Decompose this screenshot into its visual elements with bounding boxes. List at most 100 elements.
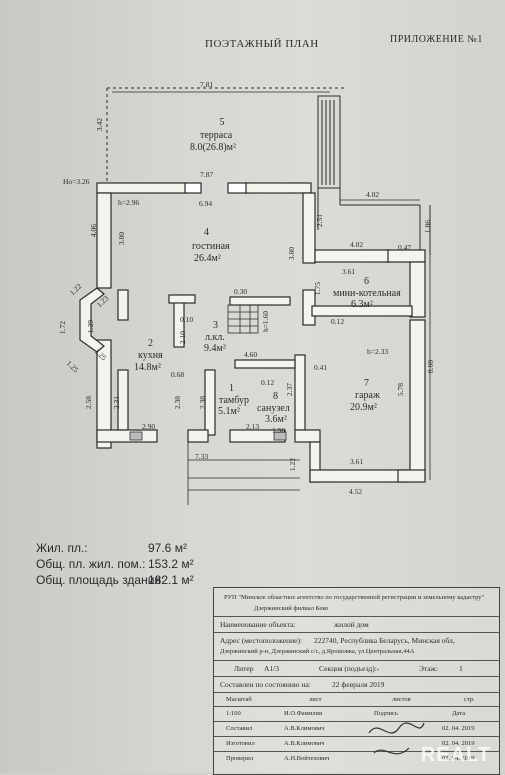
col-sheets: листов	[392, 696, 411, 703]
dimension-label: 0.47	[398, 243, 412, 252]
dimension-label: 5.78	[396, 382, 406, 397]
room-number: 8	[273, 391, 278, 402]
room-number: 1	[229, 383, 234, 394]
room-number: 4	[204, 227, 209, 238]
dimension-label: h=2.96	[118, 198, 140, 207]
scale-value: 1:100	[226, 710, 241, 717]
room-name: л.кл.	[205, 332, 225, 343]
compiled-value: 22 февраля 2019	[332, 680, 385, 689]
org-branch: Дзержинский филиал Беко	[254, 605, 329, 612]
dimension-label: Ho=3.26	[63, 177, 90, 186]
signature-scribble	[368, 722, 425, 755]
room-name: санузел	[257, 403, 290, 414]
watermark: REALT	[420, 744, 491, 766]
living-area-value: 97.6 м²	[148, 541, 187, 555]
room-name: мини-котельная	[333, 288, 401, 299]
dimension-label: 6.94	[199, 199, 213, 208]
address-label: Адрес (местоположение):	[220, 636, 303, 645]
floor-plan	[79, 87, 431, 505]
date-checked: 02. 04. 2019	[442, 755, 475, 762]
room-area: 14.8м²	[134, 362, 161, 373]
room-name: гараж	[355, 390, 380, 401]
col-name: И.О.Фамилия	[284, 710, 322, 717]
object-value: жилой дом	[334, 620, 369, 629]
name-compiled: А.В.Климович	[284, 725, 325, 732]
col-date: Дата	[452, 710, 465, 717]
living-area-label: Жил. пл.:	[36, 541, 88, 555]
dimension-label: 3.42	[95, 117, 105, 132]
room-name: тамбур	[219, 395, 249, 406]
dimension-label: 0.41	[314, 363, 328, 372]
date-compiled: 02. 04. 2019	[442, 725, 475, 732]
section-label: Секция (подъезд):-	[319, 664, 380, 673]
dimension-label: 3.80	[117, 231, 127, 246]
floor-label: Этаж:	[419, 664, 438, 673]
dimension-label: 2.51	[315, 213, 325, 228]
dimension-label: 0.12	[331, 317, 345, 326]
name-made: А.В.Климович	[284, 740, 325, 747]
compiled-label: Составлен по состоянию на:	[220, 680, 311, 689]
dimension-label: 2.38	[173, 395, 183, 410]
floor-value: 1	[459, 664, 463, 673]
dimension-label: 1.75	[313, 281, 323, 296]
dimension-label: 0.30	[234, 287, 248, 296]
dimension-label: 2.38	[198, 395, 208, 410]
appendix-label: ПРИЛОЖЕНИЕ №1	[390, 34, 483, 45]
room-area: 5.1м²	[218, 406, 240, 417]
liter-label: Литер	[234, 664, 254, 673]
address-line2: Дзержинский р-н, Дзержинский с/с, д.Ярош…	[220, 648, 415, 655]
dimension-label: 4.06	[89, 223, 99, 238]
dimension-label: 2.90	[142, 422, 156, 431]
total-living-area-value: 153.2 м²	[148, 557, 194, 571]
dimension-label: h=2.33	[367, 347, 389, 356]
dimension-label: 1.72	[58, 320, 68, 335]
dimension-label: 4.52	[349, 487, 363, 496]
dimension-label: 7.87	[200, 170, 214, 179]
building-area-label: Общ. площадь здания:	[36, 573, 165, 587]
room-area: 3.6м²	[265, 414, 287, 425]
dimension-label: 2.58	[84, 395, 94, 410]
dimension-label: 2.31	[112, 395, 122, 410]
room-number: 2	[148, 338, 153, 349]
dimension-label: 3.61	[350, 457, 364, 466]
dimension-label: 1.50	[272, 426, 286, 435]
dimension-label: 4.02	[366, 190, 380, 199]
dimension-label: 1.86	[423, 219, 433, 234]
dimension-label: 4.02	[350, 240, 364, 249]
object-label: Наименование объекта:	[220, 620, 296, 629]
dimension-label: 1.22	[288, 457, 298, 472]
room-number: 6	[364, 276, 369, 287]
dimension-label: 3.61	[342, 267, 356, 276]
room-area: 6.3м²	[351, 299, 373, 310]
room-area: 8.0(26.8)м²	[190, 142, 236, 153]
dimension-label: 0.12	[261, 378, 275, 387]
plan-title: ПОЭТАЖНЫЙ ПЛАН	[205, 38, 319, 50]
room-name: терраса	[200, 130, 233, 141]
dimension-label: 8.60	[426, 359, 436, 374]
col-scale: Масштаб	[226, 696, 252, 703]
date-made: 02. 04. 2019	[442, 740, 475, 747]
dimension-label: 7.33	[195, 452, 209, 461]
dimension-label: 0.68	[171, 370, 185, 379]
room-number: 5	[219, 117, 225, 128]
col-page: стр.	[464, 696, 475, 703]
dimension-label: 0.10	[180, 315, 194, 324]
dimension-label: 2.13	[246, 422, 260, 431]
room-number: 7	[364, 378, 369, 389]
org-name: РУП "Минское областное агентство по госу…	[224, 594, 485, 601]
address-line1: 222740, Республика Беларусь, Минская обл…	[314, 636, 455, 645]
dimension-label: 4.60	[244, 350, 258, 359]
dimension-label: h=1.60	[261, 310, 271, 333]
role-checked: Проверил	[226, 755, 254, 762]
dimension-label: 3.80	[287, 246, 297, 261]
dimension-label: 2.10	[178, 330, 188, 345]
col-sheet: лист	[309, 696, 322, 703]
liter-value: А1/3	[264, 664, 279, 673]
total-living-area-label: Общ. пл. жил. пом.:	[36, 557, 146, 571]
building-area-value: 182.1 м²	[148, 573, 194, 587]
room-area: 26.4м²	[194, 253, 221, 264]
room-area: 20.9м²	[350, 402, 377, 413]
dimension-label: 2.37	[285, 382, 295, 397]
title-block: РУП "Минское областное агентство по госу…	[213, 587, 500, 775]
